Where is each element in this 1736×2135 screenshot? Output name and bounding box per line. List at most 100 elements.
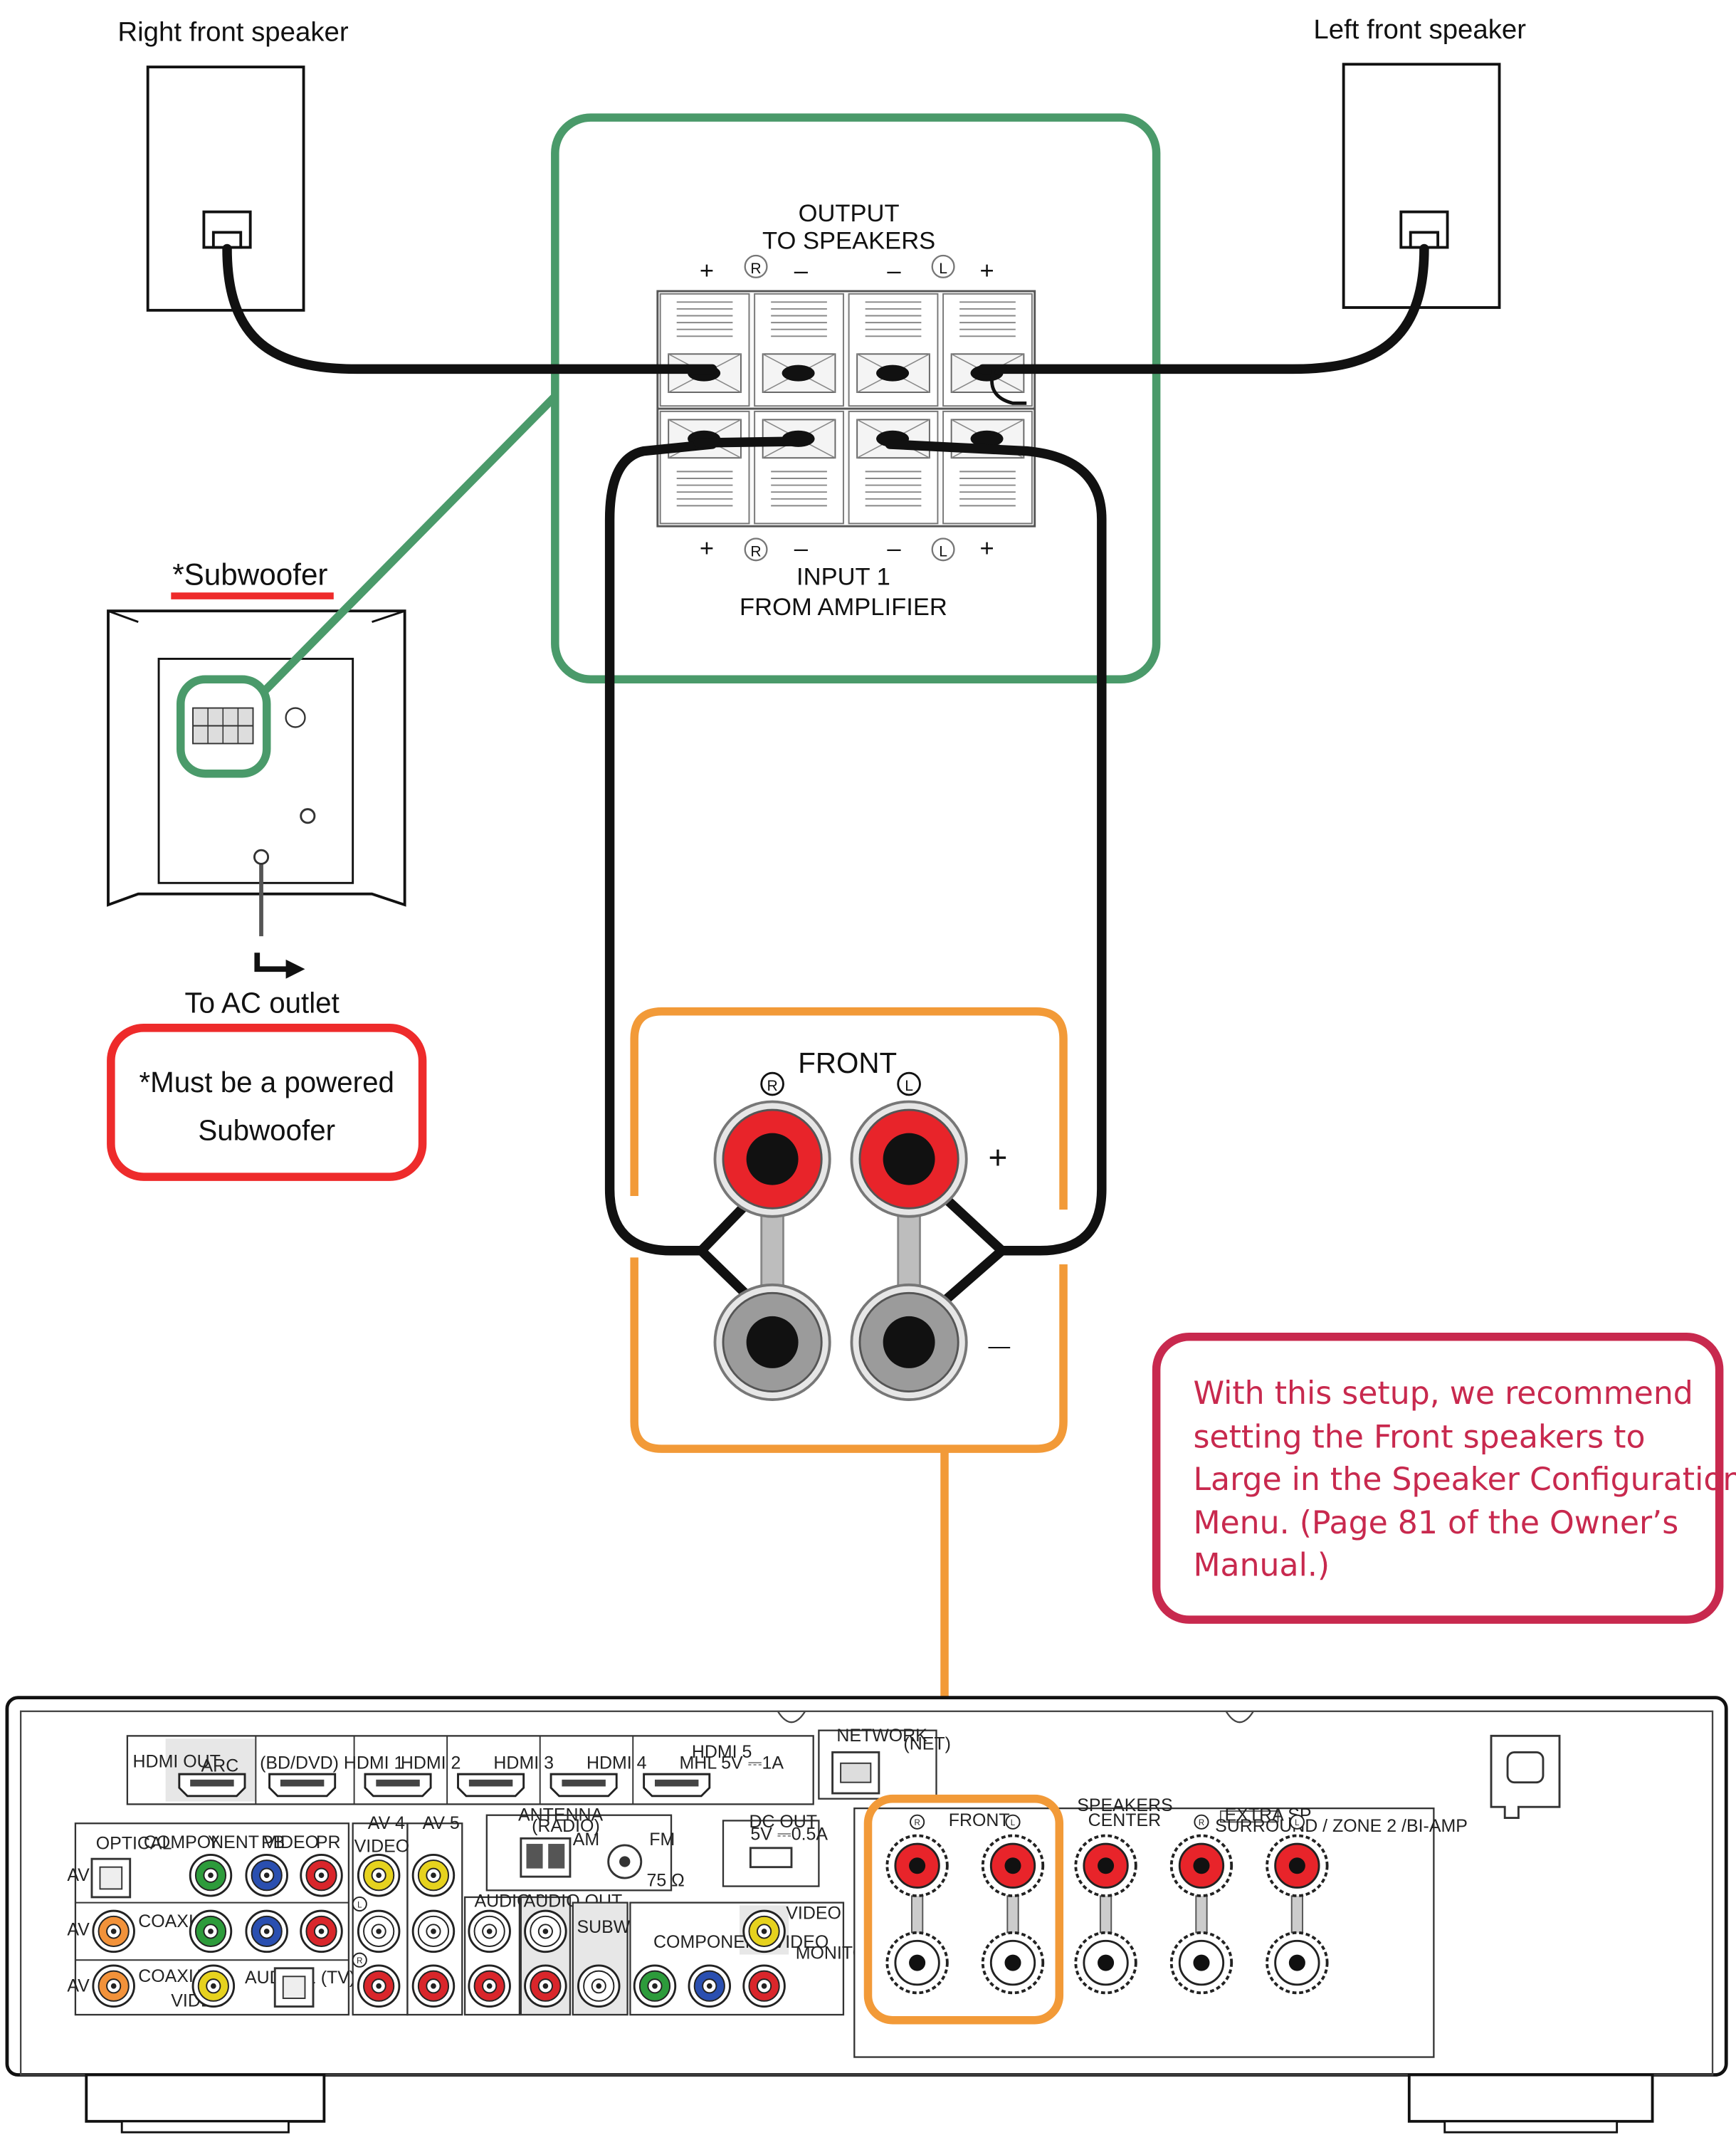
zoom-connector-line bbox=[258, 393, 558, 698]
subwoofer-knob bbox=[285, 707, 306, 728]
channel-marker: R bbox=[357, 1957, 362, 1966]
surround-zone-label: SURROUND / ZONE 2 /BI-AMP bbox=[1215, 1816, 1468, 1836]
av4-label: AV 4 bbox=[368, 1813, 405, 1833]
receiver-front-terminal-highlight bbox=[863, 1794, 1064, 2025]
rca-jack bbox=[245, 1853, 288, 1897]
output-r-plus: + bbox=[700, 258, 714, 285]
right-speaker-wire bbox=[222, 243, 717, 374]
output-l-marker: L bbox=[939, 261, 947, 277]
hdmi-3-label: HDMI 3 bbox=[493, 1753, 554, 1773]
rca-jack bbox=[92, 1909, 135, 1953]
network-label: NETWORK bbox=[836, 1726, 927, 1746]
rca-jack bbox=[92, 1964, 135, 2008]
subwoofer-switch bbox=[300, 808, 316, 824]
rca-jack bbox=[189, 1909, 233, 1953]
speakers-label: SPEAKERS bbox=[1077, 1795, 1172, 1815]
rca-jack bbox=[357, 1853, 401, 1897]
recommendation-line-1: With this setup, we recommend bbox=[1193, 1375, 1693, 1412]
input-label-line-2: FROM AMPLIFIER bbox=[740, 594, 947, 621]
front-l-plus-terminal bbox=[850, 1100, 968, 1218]
hdmi-port bbox=[364, 1773, 432, 1798]
hdmi-port bbox=[457, 1773, 525, 1798]
y-label: Y bbox=[208, 1832, 220, 1852]
front-terminal-zoom: FRONT R L + — bbox=[630, 1007, 1068, 1453]
front-title: FRONT bbox=[798, 1047, 897, 1079]
channel-marker: L bbox=[1011, 1819, 1016, 1827]
receiver-speaker-post bbox=[885, 1834, 949, 1995]
rca-jack bbox=[411, 1909, 456, 1953]
channel-marker: R bbox=[1199, 1819, 1204, 1827]
pb-label: PB bbox=[261, 1832, 285, 1852]
optical-label: OPTICAL bbox=[96, 1834, 172, 1854]
terminal-cell bbox=[942, 293, 1033, 407]
rca-jack bbox=[524, 1909, 567, 1953]
channel-marker: L bbox=[357, 1901, 362, 1909]
rca-jack bbox=[245, 1909, 288, 1953]
rca-jack bbox=[189, 1853, 233, 1897]
output-r-minus: – bbox=[794, 258, 809, 285]
component-video-label: COMPONENT VIDEO bbox=[144, 1832, 319, 1852]
terminal-cell bbox=[754, 410, 844, 525]
rca-jack bbox=[468, 1909, 511, 1953]
input-r-minus: – bbox=[794, 535, 809, 562]
hdmi-1-label: (BD/DVD) HDMI 1 bbox=[260, 1753, 404, 1773]
front-minus: — bbox=[988, 1333, 1010, 1358]
powered-subwoofer-warning bbox=[107, 1024, 427, 1181]
left-speaker-label: Left front speaker bbox=[1313, 14, 1526, 45]
pr-label: PR bbox=[316, 1832, 341, 1852]
rca-jack bbox=[524, 1964, 567, 2008]
ac-outlet-label: To AC outlet bbox=[185, 987, 340, 1019]
terminal-cell bbox=[848, 293, 939, 407]
radio-label: (RADIO) bbox=[532, 1816, 600, 1836]
ac-arrow-icon bbox=[285, 959, 305, 979]
hdmi-port bbox=[178, 1773, 246, 1798]
subwoofer-title: *Subwoofer bbox=[172, 558, 327, 592]
rca-jack bbox=[742, 1909, 786, 1953]
net-label: (NET) bbox=[903, 1734, 950, 1754]
video-label-av4: VIDEO bbox=[354, 1837, 410, 1857]
speakers-section bbox=[853, 1807, 1435, 2058]
speaker-wires bbox=[222, 243, 1429, 1303]
rca-jack bbox=[742, 1964, 786, 2008]
av5-label: AV 5 bbox=[423, 1813, 460, 1833]
am-label: AM bbox=[573, 1830, 599, 1850]
rca-jack bbox=[688, 1964, 732, 2008]
recommendation-text: With this setup, we recommend setting th… bbox=[1193, 1375, 1736, 1584]
mhl-label: MHL 5V ⎓1A bbox=[680, 1753, 784, 1773]
receiver-speaker-post bbox=[1266, 1834, 1329, 1995]
rca-jack bbox=[300, 1853, 343, 1897]
output-label-line-2: TO SPEAKERS bbox=[762, 227, 935, 254]
hdmi-out-label: HDMI OUT bbox=[133, 1752, 221, 1772]
recommendation-line-3: Large in the Speaker Configuration bbox=[1193, 1462, 1736, 1498]
terminal-cell bbox=[659, 293, 750, 407]
front-plus: + bbox=[988, 1139, 1007, 1176]
front-r-marker: R bbox=[767, 1078, 777, 1094]
front-r-plus-terminal bbox=[713, 1100, 831, 1218]
warning-line-1: *Must be a powered bbox=[140, 1066, 394, 1098]
output-label-line-1: OUTPUT bbox=[799, 200, 900, 227]
arc-label: ARC bbox=[201, 1756, 239, 1775]
terminal-cell bbox=[942, 410, 1033, 525]
hdmi-5-label: HDMI 5 bbox=[692, 1742, 752, 1762]
recommendation-line-2: setting the Front speakers to bbox=[1193, 1419, 1645, 1455]
rca-jack bbox=[411, 1853, 456, 1897]
left-speaker-wire bbox=[978, 243, 1429, 374]
ohm-label: 75 Ω bbox=[646, 1871, 684, 1891]
receiver-speaker-post bbox=[1169, 1834, 1233, 1995]
dc-spec-label: 5V ⎓0.5A bbox=[750, 1824, 828, 1844]
hdmi-port bbox=[268, 1773, 337, 1798]
amp-r-plus-to-minus-wire bbox=[604, 439, 756, 1303]
subwoofer-terminal-highlight bbox=[176, 675, 271, 778]
rca-jack bbox=[468, 1964, 511, 2008]
input-label-line-1: INPUT 1 bbox=[796, 564, 890, 591]
rca-jack bbox=[300, 1909, 343, 1953]
front-l-minus-terminal bbox=[850, 1283, 968, 1401]
antenna-section bbox=[485, 1814, 673, 1892]
recommendation-box bbox=[1152, 1332, 1724, 1624]
recommendation-line-5: Manual.) bbox=[1193, 1548, 1330, 1584]
av-receiver-rear-panel: HDMI OUT ARC (BD/DVD) HDMI 1 HDMI 2 HDMI… bbox=[5, 1696, 1728, 2134]
terminal-cell bbox=[848, 410, 939, 525]
rca-jack bbox=[411, 1964, 456, 2008]
output-l-minus: – bbox=[887, 258, 901, 285]
